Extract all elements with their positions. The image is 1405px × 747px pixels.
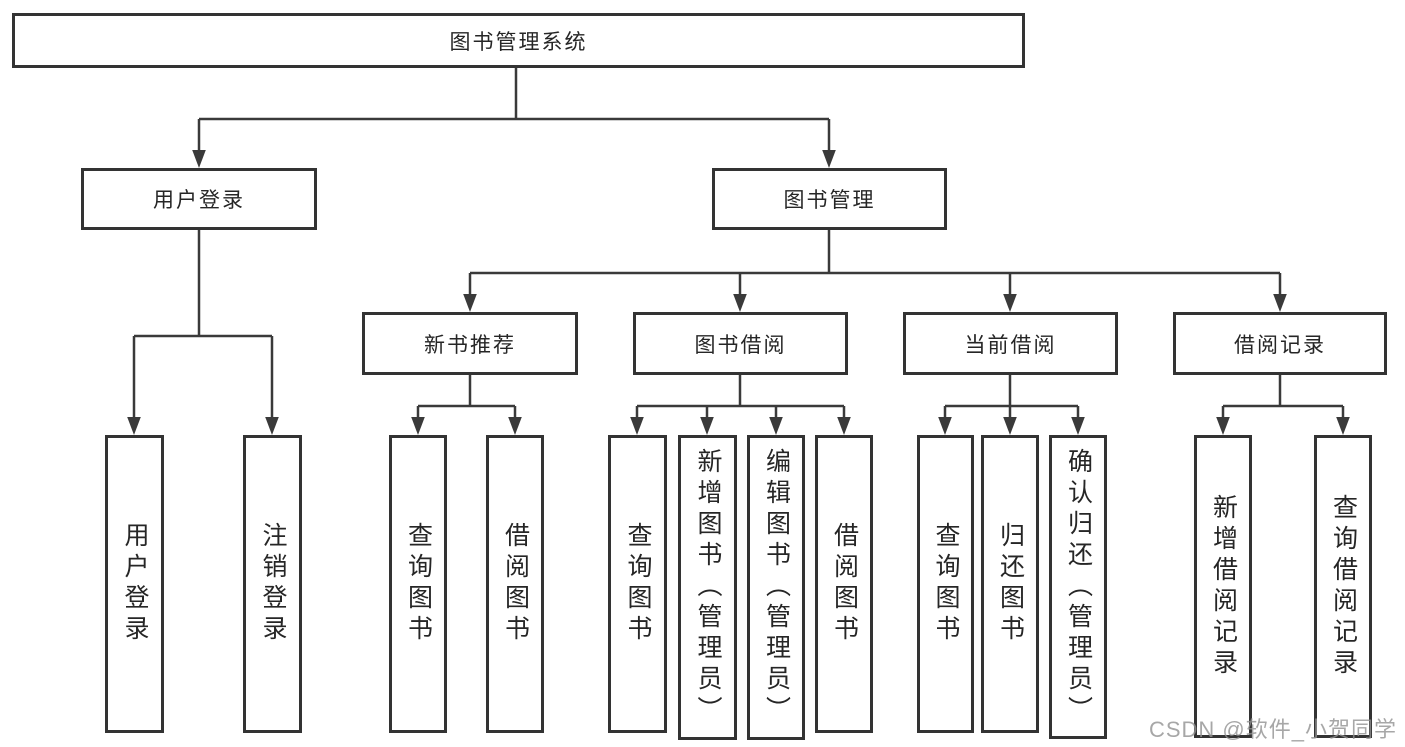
node-book-management-label: 图书管理 — [783, 189, 876, 212]
arrow-down-icon — [837, 417, 851, 435]
leaf-query-books-current-label: 查询图书 — [932, 522, 960, 646]
leaf-borrow-books: 借阅图书 — [815, 435, 873, 733]
arrow-down-icon — [265, 417, 279, 435]
arrow-down-icon — [1336, 417, 1350, 435]
leaf-edit-book-admin-label: 编辑图书（管理员） — [762, 448, 791, 727]
leaf-user-login-label: 用户登录 — [121, 522, 149, 646]
arrow-down-icon — [822, 150, 836, 168]
leaf-return-book: 归还图书 — [981, 435, 1039, 733]
leaf-edit-book-admin: 编辑图书（管理员） — [747, 435, 805, 740]
arrow-down-icon — [733, 294, 747, 312]
connector-current-borrow — [943, 375, 1080, 418]
node-borrow-records: 借阅记录 — [1173, 312, 1387, 375]
leaf-confirm-return-admin: 确认归还（管理员） — [1049, 435, 1107, 739]
arrow-down-icon — [1003, 294, 1017, 312]
arrow-down-icon — [769, 417, 783, 435]
arrow-down-icon — [508, 417, 522, 435]
arrow-down-icon — [1273, 294, 1287, 312]
connector-book-management — [468, 230, 1282, 295]
arrow-down-icon — [938, 417, 952, 435]
node-current-borrow: 当前借阅 — [903, 312, 1118, 375]
arrow-down-icon — [411, 417, 425, 435]
node-user-login: 用户登录 — [81, 168, 317, 230]
leaf-add-borrow-record-label: 新增借阅记录 — [1209, 493, 1238, 680]
arrow-down-icon — [630, 417, 644, 435]
leaf-borrow-books-recommend: 借阅图书 — [486, 435, 544, 733]
leaf-user-login: 用户登录 — [105, 435, 164, 733]
leaf-logout: 注销登录 — [243, 435, 302, 733]
node-book-borrow-label: 图书借阅 — [694, 333, 787, 357]
arrow-down-icon — [1071, 417, 1085, 435]
connector-book-borrow — [635, 375, 846, 418]
leaf-query-borrow-record-label: 查询借阅记录 — [1329, 493, 1358, 680]
node-book-management: 图书管理 — [712, 168, 947, 230]
connector-root — [197, 68, 831, 151]
arrow-down-icon — [1003, 417, 1017, 435]
arrow-down-icon — [1216, 417, 1230, 435]
leaf-query-books-recommend-label: 查询图书 — [404, 522, 433, 646]
connector-borrow-records — [1221, 375, 1345, 418]
node-new-book-recommend-label: 新书推荐 — [424, 333, 516, 357]
arrow-down-icon — [700, 417, 714, 435]
node-user-login-label: 用户登录 — [153, 189, 245, 212]
node-new-book-recommend: 新书推荐 — [362, 312, 578, 375]
node-book-borrow: 图书借阅 — [633, 312, 848, 375]
arrow-down-icon — [463, 294, 477, 312]
leaf-borrow-books-label: 借阅图书 — [830, 522, 859, 646]
leaf-add-borrow-record: 新增借阅记录 — [1194, 435, 1252, 738]
connector-user-login — [132, 230, 274, 418]
csdn-watermark: CSDN @软件_小贺同学 — [1148, 717, 1397, 742]
node-borrow-records-label: 借阅记录 — [1234, 333, 1326, 357]
leaf-query-books-recommend: 查询图书 — [389, 435, 447, 733]
node-root: 图书管理系统 — [12, 13, 1025, 68]
node-root-label: 图书管理系统 — [449, 30, 588, 54]
leaf-add-book-admin: 新增图书（管理员） — [678, 435, 737, 740]
leaf-borrow-books-recommend-label: 借阅图书 — [501, 522, 530, 646]
leaf-query-borrow-record: 查询借阅记录 — [1314, 435, 1372, 738]
arrow-down-icon — [127, 417, 141, 435]
leaf-confirm-return-admin-label: 确认归还（管理员） — [1064, 447, 1093, 727]
leaf-return-book-label: 归还图书 — [996, 522, 1025, 646]
node-current-borrow-label: 当前借阅 — [964, 333, 1057, 357]
leaf-query-books-current: 查询图书 — [917, 435, 974, 733]
arrow-down-icon — [192, 150, 206, 168]
leaf-add-book-admin-label: 新增图书（管理员） — [694, 448, 722, 727]
leaf-logout-label: 注销登录 — [259, 522, 287, 646]
connector-new-book-recommend — [416, 375, 517, 418]
arrowheads — [127, 150, 1350, 435]
leaf-query-books-borrow: 查询图书 — [608, 435, 667, 733]
leaf-query-books-borrow-label: 查询图书 — [624, 522, 652, 646]
